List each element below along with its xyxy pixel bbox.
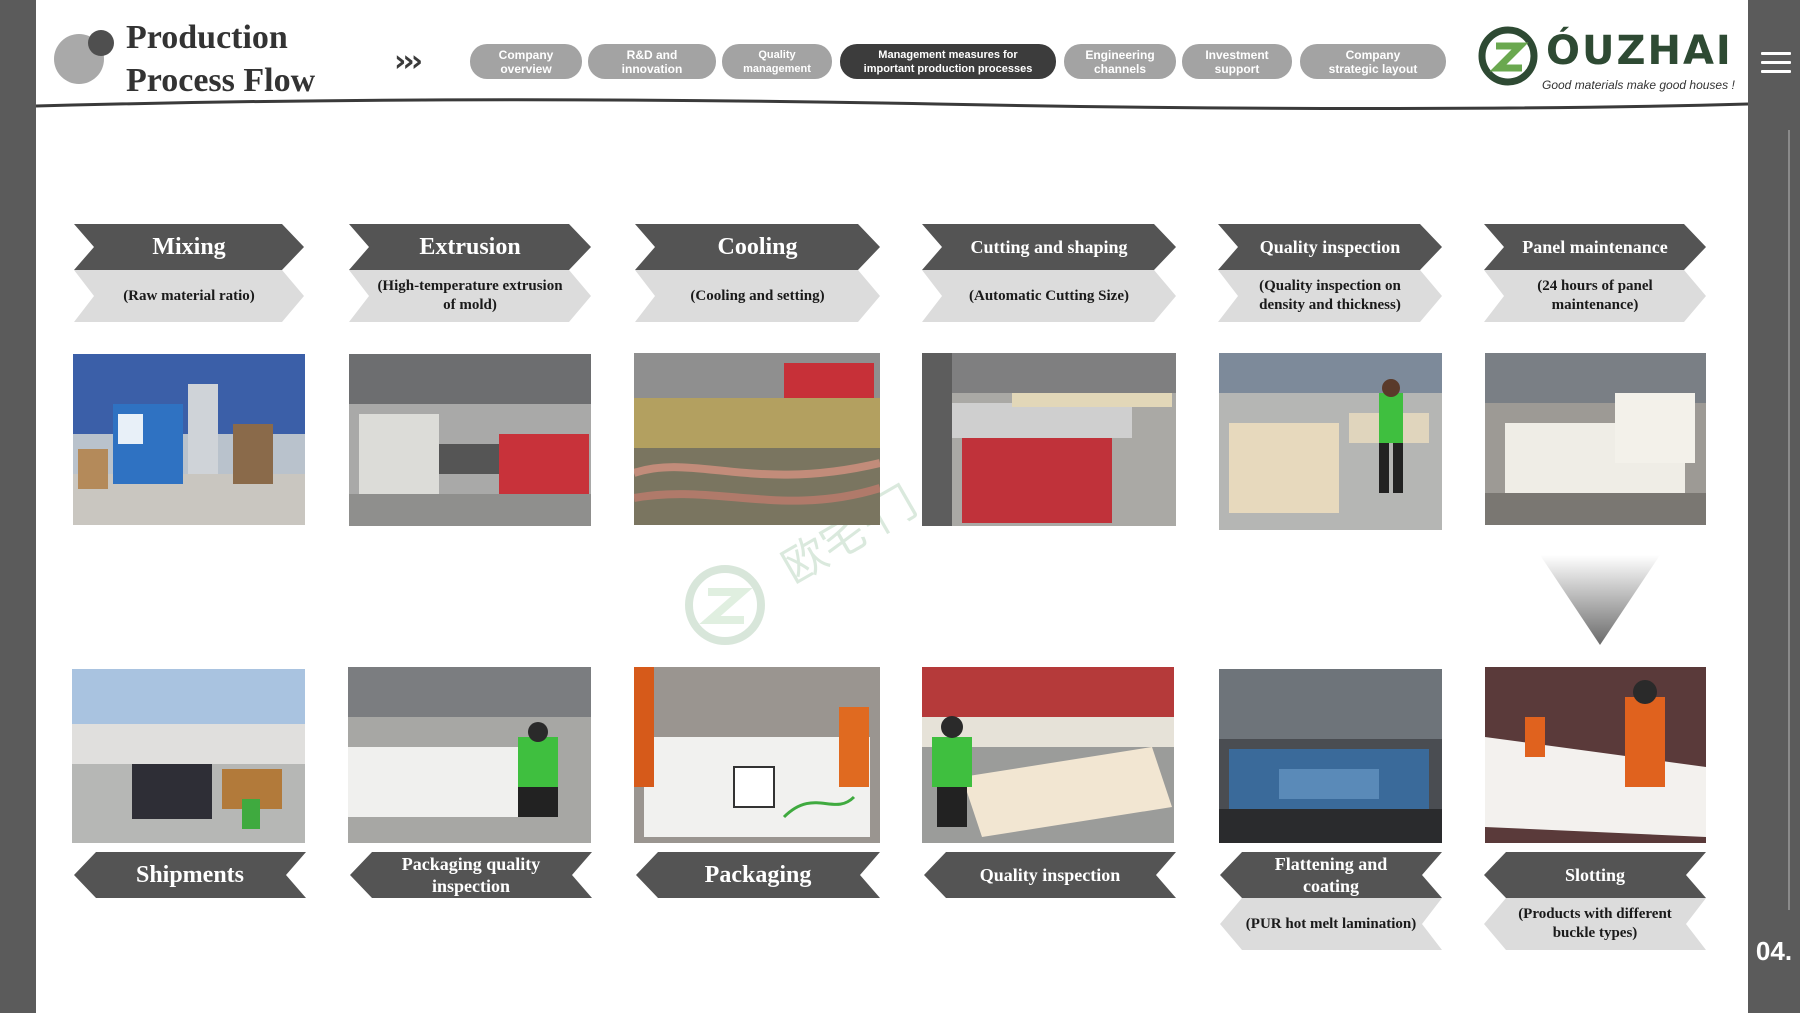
step-cooling-title: Cooling xyxy=(635,224,880,270)
photo-extrusion xyxy=(349,354,591,526)
step-cutting-desc: (Automatic Cutting Size) xyxy=(922,270,1176,322)
page-title-line1: Production xyxy=(126,19,288,56)
brand-logo: ÓUZHAI Good materials make good houses ! xyxy=(1476,20,1746,100)
left-sidebar xyxy=(0,0,36,1013)
step-slotting-title: Slotting xyxy=(1484,852,1706,898)
photo-packaging xyxy=(634,667,880,843)
step-flattening-desc: (PUR hot melt lamination) xyxy=(1220,898,1442,950)
photo-panel-maintenance xyxy=(1485,353,1706,525)
photo-slotting xyxy=(1485,667,1706,843)
logo-brand-text: ÓUZHAI xyxy=(1546,28,1733,74)
step-cooling-desc: (Cooling and setting) xyxy=(635,270,880,322)
step-quality-inspection-2-title: Quality inspection xyxy=(924,852,1176,898)
page-title: Production Process Flow xyxy=(126,16,315,102)
photo-quality-inspection-2 xyxy=(922,667,1174,843)
sidebar-divider xyxy=(1788,130,1790,910)
chevrons-icon: ››› xyxy=(394,44,423,79)
page-number: 04. xyxy=(1755,936,1793,966)
photo-cooling xyxy=(634,353,880,525)
step-quality-title: Quality inspection xyxy=(1218,224,1442,270)
title-decoration-icon xyxy=(54,30,114,84)
logo-mark-icon xyxy=(1478,26,1538,86)
step-shipments-title: Shipments xyxy=(74,852,306,898)
header-divider xyxy=(36,98,1748,110)
photo-flattening xyxy=(1219,669,1442,843)
hamburger-menu-icon[interactable] xyxy=(1761,52,1791,74)
photo-quality-inspection xyxy=(1219,353,1442,530)
step-mixing-title: Mixing xyxy=(74,224,304,270)
photo-cutting xyxy=(922,353,1176,526)
step-extrusion-title: Extrusion xyxy=(349,224,591,270)
step-cutting-title: Cutting and shaping xyxy=(922,224,1176,270)
watermark: 欧宅·门 xyxy=(680,477,925,650)
photo-mixing xyxy=(73,354,305,525)
step-mixing-desc: (Raw material ratio) xyxy=(74,270,304,322)
page-title-line2: Process Flow xyxy=(126,62,316,99)
logo-slogan: Good materials make good houses ! xyxy=(1542,78,1735,92)
photo-shipments xyxy=(72,669,305,843)
watermark-logo-icon xyxy=(685,565,765,645)
photo-packaging-quality xyxy=(348,667,591,843)
right-sidebar: 04. xyxy=(1748,0,1800,1013)
step-packaging-title: Packaging xyxy=(636,852,880,898)
arrow-down-icon xyxy=(1540,555,1660,645)
step-maintenance-title: Panel maintenance xyxy=(1484,224,1706,270)
